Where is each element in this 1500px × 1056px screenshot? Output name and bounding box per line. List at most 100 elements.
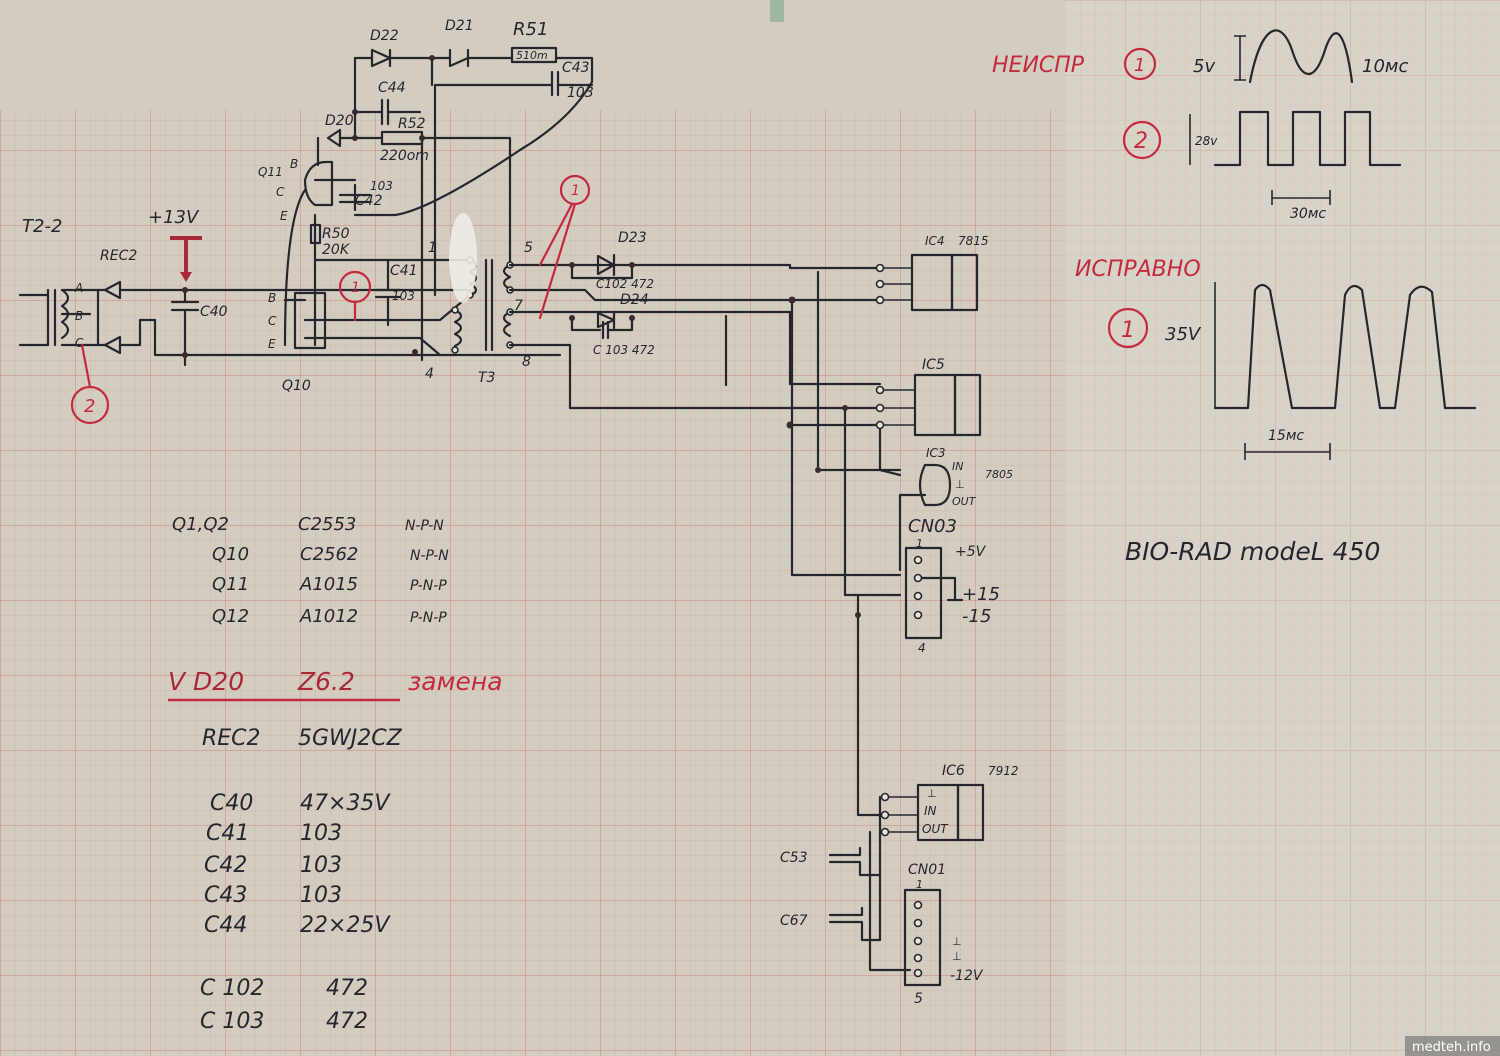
svg-text:N-P-N: N-P-N xyxy=(410,548,449,564)
svg-text:P-N-P: P-N-P xyxy=(410,610,447,626)
svg-text:E: E xyxy=(280,209,288,223)
values-row: C 103 472 xyxy=(200,1009,368,1034)
svg-text:472: 472 xyxy=(326,976,368,1001)
svg-text:Q10: Q10 xyxy=(212,544,249,565)
svg-text:C 103: C 103 xyxy=(200,1009,264,1034)
svg-text:ИСПРАВНО: ИСПРАВНО xyxy=(1075,257,1201,282)
svg-text:C43: C43 xyxy=(562,60,590,76)
svg-text:2: 2 xyxy=(84,396,95,417)
values-row: C 102 472 xyxy=(200,976,368,1001)
waveform-faulty-1 xyxy=(1234,29,1354,84)
svg-text:7912: 7912 xyxy=(988,764,1019,778)
svg-text:C 102: C 102 xyxy=(200,976,264,1001)
transformer-t2 xyxy=(18,288,107,347)
svg-text:D22: D22 xyxy=(370,28,399,44)
regulator-ic5 xyxy=(875,373,982,437)
svg-text:5GWJ2CZ: 5GWJ2CZ xyxy=(298,726,403,751)
parts-row: Q11 A1015 P-N-P xyxy=(212,574,447,595)
svg-text:REC2: REC2 xyxy=(100,248,137,264)
svg-text:4: 4 xyxy=(425,366,434,382)
svg-text:IC5: IC5 xyxy=(922,357,945,373)
svg-text:472: 472 xyxy=(326,1009,368,1034)
svg-text:103: 103 xyxy=(300,821,342,846)
svg-text:REC2: REC2 xyxy=(202,726,261,751)
svg-text:10мс: 10мс xyxy=(1362,56,1408,77)
svg-text:15мс: 15мс xyxy=(1268,428,1304,444)
svg-text:Q11: Q11 xyxy=(258,165,283,179)
regulator-ic4 xyxy=(875,253,979,312)
svg-text:IN: IN xyxy=(952,460,963,473)
tape-strip xyxy=(770,0,784,22)
values-row: REC2 5GWJ2CZ xyxy=(202,726,403,751)
svg-text:+5V: +5V xyxy=(955,544,987,560)
connector-cn03 xyxy=(904,546,964,640)
svg-text:22×25V: 22×25V xyxy=(300,913,391,938)
svg-text:C: C xyxy=(75,336,84,350)
svg-text:C40: C40 xyxy=(200,304,228,320)
watermark: medteh.info xyxy=(1412,1040,1491,1055)
svg-text:V D20: V D20 xyxy=(168,667,244,696)
svg-text:1: 1 xyxy=(916,878,923,891)
rec2-diodes xyxy=(96,280,562,357)
svg-text:R51: R51 xyxy=(513,19,548,40)
waveform-faulty-2 xyxy=(1189,110,1402,205)
graph-grid-right xyxy=(1065,0,1500,1056)
svg-text:B: B xyxy=(268,291,276,305)
regulator-ic6 xyxy=(858,783,985,970)
svg-text:A1012: A1012 xyxy=(299,606,358,627)
svg-text:T3: T3 xyxy=(478,370,495,386)
svg-text:4: 4 xyxy=(918,641,926,655)
svg-text:B: B xyxy=(290,157,298,171)
svg-text:C67: C67 xyxy=(780,913,808,929)
svg-text:IN: IN xyxy=(924,804,937,818)
svg-text:C43: C43 xyxy=(204,883,247,908)
svg-text:E: E xyxy=(268,337,276,351)
svg-text:30мс: 30мс xyxy=(1290,206,1326,222)
svg-text:A1015: A1015 xyxy=(299,574,358,595)
svg-text:C41: C41 xyxy=(390,263,418,279)
svg-text:OUT: OUT xyxy=(922,822,949,836)
svg-text:⊥: ⊥ xyxy=(955,478,965,491)
svg-text:8: 8 xyxy=(522,354,531,370)
replacement-note: V D20 Z6.2 замена xyxy=(168,667,503,696)
svg-text:103: 103 xyxy=(300,883,342,908)
connector-cn01 xyxy=(903,888,942,987)
svg-text:510m: 510m xyxy=(516,49,548,62)
svg-text:5: 5 xyxy=(914,991,923,1007)
svg-text:⊥: ⊥ xyxy=(952,935,962,948)
svg-text:7805: 7805 xyxy=(985,468,1013,481)
svg-text:D21: D21 xyxy=(445,18,474,34)
secondary-circuit xyxy=(508,253,927,817)
transformer-t3 xyxy=(412,213,514,355)
svg-text:103: 103 xyxy=(370,179,393,193)
svg-text:C41: C41 xyxy=(206,821,249,846)
svg-text:7815: 7815 xyxy=(958,234,989,248)
svg-text:220om: 220om xyxy=(380,148,429,164)
svg-text:A: A xyxy=(74,281,83,295)
svg-text:C 103 472: C 103 472 xyxy=(593,343,655,357)
plus13v-arrow xyxy=(170,236,202,278)
svg-text:1: 1 xyxy=(1134,55,1145,76)
transistor-q11 xyxy=(283,160,472,347)
svg-text:D20: D20 xyxy=(325,113,354,129)
svg-text:-12V: -12V xyxy=(950,968,984,984)
svg-text:C42: C42 xyxy=(355,193,383,209)
svg-text:P-N-P: P-N-P xyxy=(410,578,447,594)
svg-text:Q10: Q10 xyxy=(282,378,311,394)
values-row: C41 103 xyxy=(206,821,342,846)
svg-text:103: 103 xyxy=(567,85,594,101)
svg-text:НЕИСПР: НЕИСПР xyxy=(992,53,1085,78)
svg-text:Q11: Q11 xyxy=(212,574,249,595)
svg-text:T2-2: T2-2 xyxy=(22,216,62,237)
svg-text:47×35V: 47×35V xyxy=(300,791,391,816)
waveform-good xyxy=(1107,47,1477,460)
values-row: C43 103 xyxy=(204,883,342,908)
svg-text:C53: C53 xyxy=(780,850,808,866)
svg-text:7: 7 xyxy=(514,298,523,314)
